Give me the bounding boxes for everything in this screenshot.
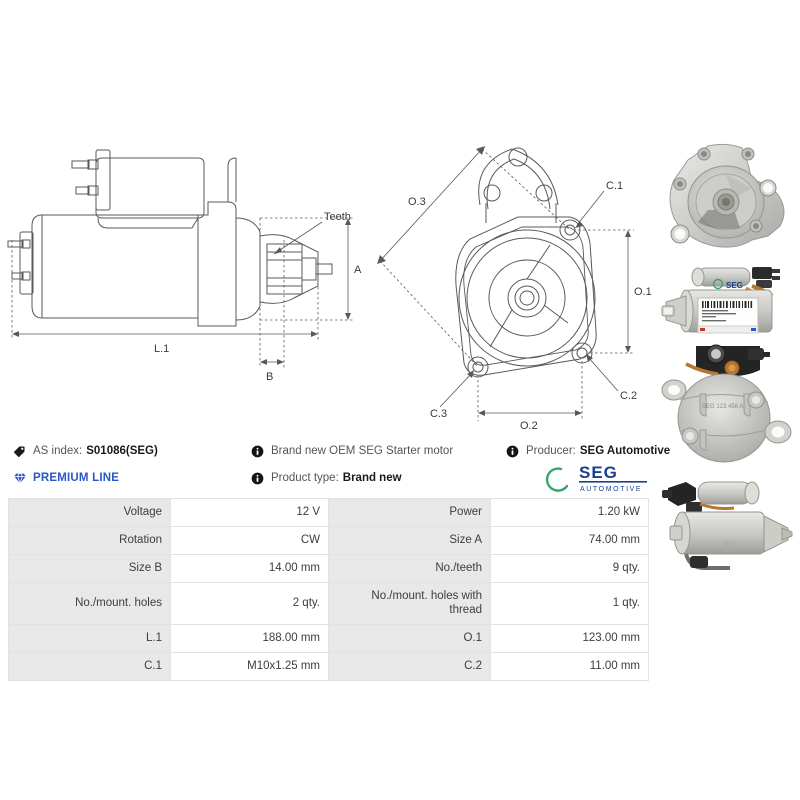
drawing-front-view: O.3 C.1 C.2 C.3 O.1 <box>372 135 662 430</box>
producer-value: SEG Automotive <box>579 445 671 457</box>
photo-rear-terminals[interactable]: SEG 123 456 A <box>656 344 796 472</box>
spec-key: No./mount. holes with thread <box>328 582 491 625</box>
seg-logo-subtext: AUTOMOTIVE <box>580 486 642 493</box>
spec-key: Rotation <box>8 526 171 555</box>
table-row: L.1 188.00 mm O.1 123.00 mm <box>8 623 649 653</box>
label-b: B <box>266 371 273 383</box>
table-row: Rotation CW Size A 74.00 mm <box>8 526 649 555</box>
spec-value: 11.00 mm <box>490 651 649 681</box>
label-c1: C.1 <box>606 180 623 192</box>
table-row: C.1 M10x1.25 mm C.2 11.00 mm <box>8 651 649 681</box>
table-row: Voltage 12 V Power 1.20 kW <box>8 498 649 527</box>
spec-key: Size B <box>8 554 171 583</box>
meta-column-description: Brand new OEM SEG Starter motor Product … <box>250 440 508 492</box>
as-index-value: S01086(SEG) <box>86 445 158 457</box>
spec-value: 12 V <box>170 498 329 527</box>
label-l1: L.1 <box>154 343 169 355</box>
spec-value: 1.20 kW <box>490 498 649 527</box>
meta-column-index: AS index: S01086(SEG) PREMIUM LINE <box>12 440 244 492</box>
spec-value: 2 qty. <box>170 582 329 625</box>
photo-front-drive-end[interactable] <box>656 140 796 260</box>
label-a: A <box>354 264 362 276</box>
product-type-label: Product type: <box>271 472 339 484</box>
specification-table-body: Voltage 12 V Power 1.20 kW Rotation CW S… <box>8 498 649 681</box>
spec-key: No./teeth <box>328 554 491 583</box>
label-c3: C.3 <box>430 408 447 420</box>
spec-key: O.1 <box>328 623 491 653</box>
label-teeth: Teeth <box>324 211 351 223</box>
spec-key: Size A <box>328 526 491 555</box>
spec-key: Voltage <box>8 498 171 527</box>
technical-drawings-area: Teeth A L.1 B <box>0 0 660 430</box>
product-type-line: Product type: Brand new <box>250 467 508 489</box>
label-c2: C.2 <box>620 390 637 402</box>
spec-value: 14.00 mm <box>170 554 329 583</box>
description-text: Brand new OEM SEG Starter motor <box>271 445 454 457</box>
svg-text:SEG 123 456 A: SEG 123 456 A <box>702 404 743 410</box>
svg-text:SEG: SEG <box>722 542 735 548</box>
label-o2: O.2 <box>520 420 538 430</box>
product-meta-row: AS index: S01086(SEG) PREMIUM LINE <box>0 440 670 494</box>
meta-column-producer: Producer: SEG Automotive SEG AUTOMOTIVE <box>505 440 670 494</box>
product-type-value: Brand new <box>342 472 402 484</box>
table-row: Size B 14.00 mm No./teeth 9 qty. <box>8 554 649 583</box>
spec-key: C.2 <box>328 651 491 681</box>
spec-value: 74.00 mm <box>490 526 649 555</box>
info-icon <box>250 471 265 486</box>
seg-logo-text: SEG <box>579 463 618 482</box>
as-index-line: AS index: S01086(SEG) <box>12 440 244 462</box>
tag-icon <box>12 444 27 459</box>
label-o3: O.3 <box>408 196 426 208</box>
premium-line-row: PREMIUM LINE <box>12 467 244 489</box>
drawing-side-view: Teeth A L.1 B <box>2 140 374 415</box>
spec-value: M10x1.25 mm <box>170 651 329 681</box>
product-photo-gallery: SEG <box>652 140 800 640</box>
photo-side-profile[interactable]: SEG <box>656 474 796 578</box>
as-index-label: AS index: <box>33 445 83 457</box>
spec-value: CW <box>170 526 329 555</box>
specification-table: Voltage 12 V Power 1.20 kW Rotation CW S… <box>8 498 649 681</box>
table-row: No./mount. holes 2 qty. No./mount. holes… <box>8 582 649 625</box>
seg-automotive-logo: SEG AUTOMOTIVE <box>533 460 651 494</box>
info-icon <box>505 444 520 459</box>
spec-value: 188.00 mm <box>170 623 329 653</box>
label-o1: O.1 <box>634 286 652 298</box>
spec-value: 9 qty. <box>490 554 649 583</box>
svg-text:SEG: SEG <box>726 281 743 290</box>
spec-key: No./mount. holes <box>8 582 171 625</box>
producer-label: Producer: <box>526 445 576 457</box>
premium-line-label: PREMIUM LINE <box>33 472 120 484</box>
spec-value: 123.00 mm <box>490 623 649 653</box>
spec-value: 1 qty. <box>490 582 649 625</box>
producer-line: Producer: SEG Automotive <box>505 440 670 462</box>
description-line: Brand new OEM SEG Starter motor <box>250 440 508 462</box>
spec-key: C.1 <box>8 651 171 681</box>
photo-side-with-label[interactable]: SEG <box>656 262 796 342</box>
spec-key: L.1 <box>8 623 171 653</box>
info-icon <box>250 444 265 459</box>
gem-icon <box>12 471 27 486</box>
spec-key: Power <box>328 498 491 527</box>
